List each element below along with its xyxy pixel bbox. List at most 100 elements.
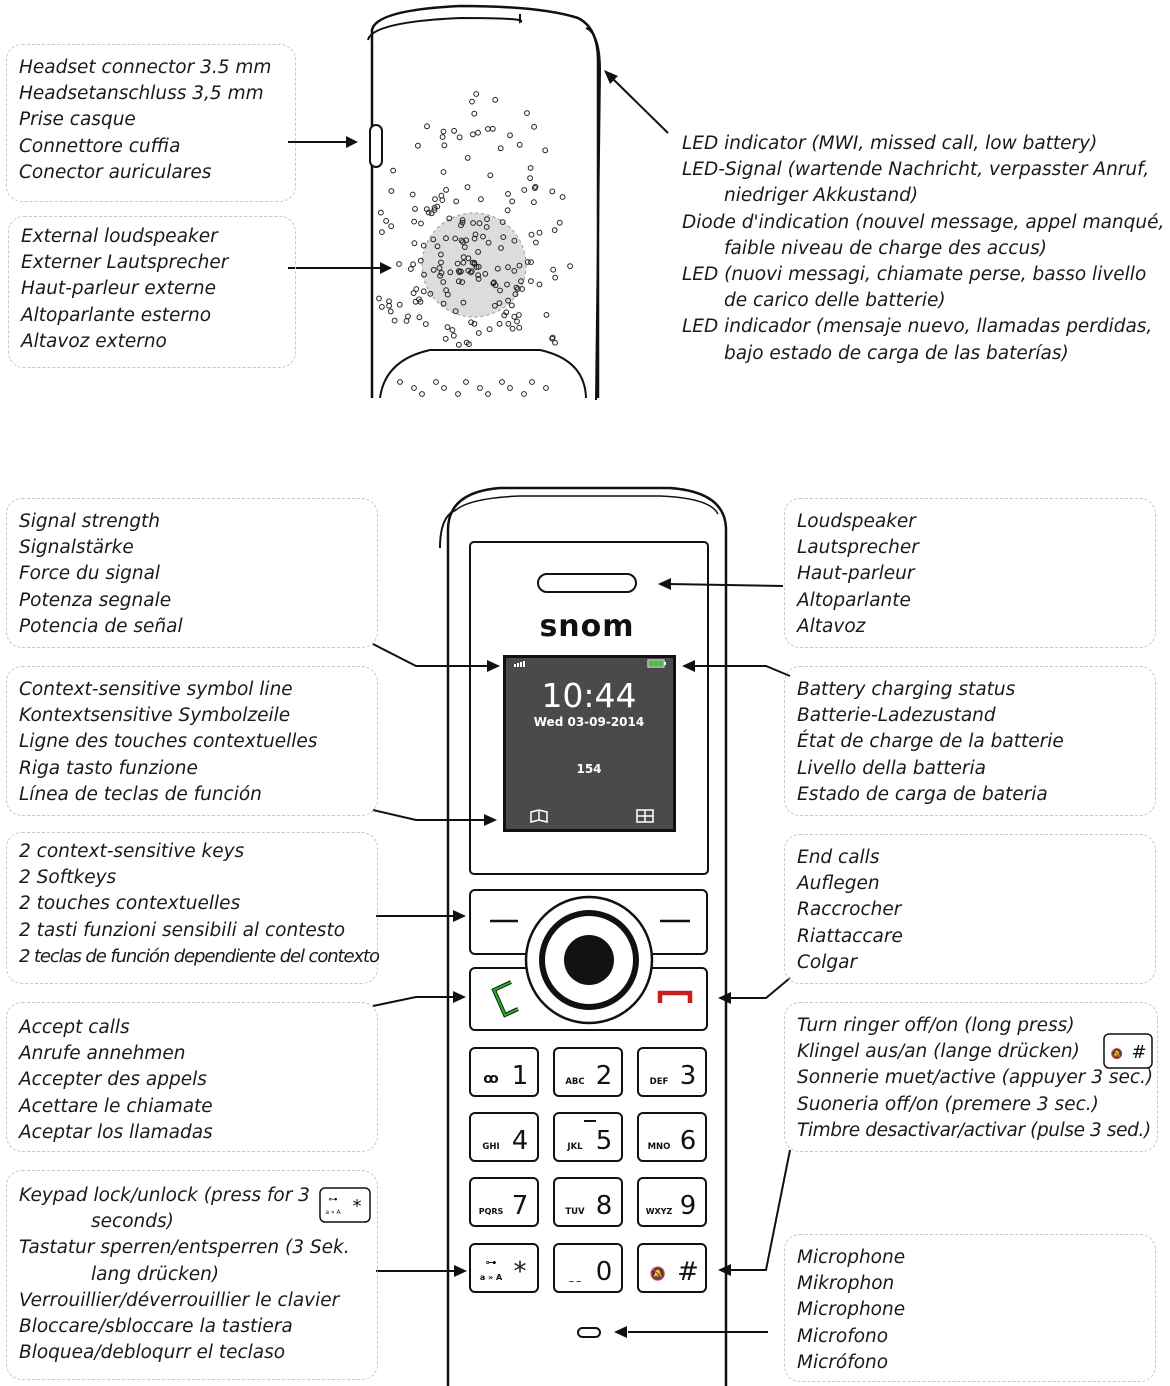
grille-dot: [475, 276, 482, 282]
grille-dot: [378, 209, 384, 216]
grille-dot: [419, 391, 425, 397]
label-line: Altoparlante esterno: [21, 304, 212, 326]
grille-dot: [437, 272, 444, 279]
grille-dot: [552, 339, 558, 346]
key-digit: 6: [680, 1126, 697, 1156]
grille-dot: [433, 379, 439, 385]
grille-dot: [556, 219, 563, 226]
grille-dot: [391, 317, 398, 324]
keypad-key-1[interactable]: 1ꝏ: [469, 1047, 539, 1097]
grille-dot: [531, 123, 537, 130]
hash-key-icon: 🔕 #: [1103, 1033, 1153, 1069]
keypad-key-0[interactable]: 0_ _: [553, 1243, 623, 1293]
grille-dot: [440, 128, 447, 135]
key-digit: 4: [512, 1126, 529, 1156]
grille-dot: [477, 385, 483, 391]
label-line: 2 tasti funzioni sensibili al contesto: [19, 919, 346, 941]
label-line: Accept calls: [19, 1017, 130, 1038]
grille-dot: [455, 341, 462, 348]
grille-dot: [464, 155, 471, 161]
ringer-arrow: [730, 1149, 791, 1271]
key-letters: GHI: [482, 1142, 499, 1152]
key-letters: WXYZ: [646, 1207, 673, 1216]
grille-dot: [471, 110, 478, 117]
label-line: Force du signal: [19, 563, 161, 585]
grille-dot: [430, 236, 437, 243]
grille-dot: [472, 231, 479, 238]
led-arrow: [611, 77, 669, 134]
keypad-key-hash[interactable]: #🔕: [637, 1243, 707, 1293]
label-line: Accepter des appels: [19, 1069, 207, 1091]
label-line: Kontextsensitive Symbolzeile: [19, 705, 291, 727]
grille-dot: [451, 127, 458, 134]
grille-dot: [549, 334, 556, 341]
keypad-key-star[interactable]: *a » A⊶: [469, 1243, 539, 1293]
handset-back-body: [370, 4, 600, 398]
grille-dot: [420, 242, 427, 249]
label-line: État de charge de la batterie: [797, 731, 1064, 753]
external-loudspeaker-label: External loudspeaker Externer Lautsprech…: [8, 216, 296, 368]
grille-dot: [449, 327, 456, 333]
grille-dot: [438, 270, 445, 276]
accept-arrow: [372, 996, 454, 1007]
grille-dot: [516, 262, 523, 269]
svg-text:⊶: ⊶: [329, 1195, 338, 1205]
grille-dot: [516, 312, 522, 318]
key-digit: #: [677, 1257, 699, 1287]
label-line: Riattaccare: [797, 925, 903, 947]
label-line: Tastatur sperren/entsperren (3 Sek.: [19, 1237, 350, 1259]
key-letters: TUV: [565, 1207, 585, 1217]
label-line: bajo estado de carga de las baterías): [724, 342, 1069, 364]
grille-dot: [438, 259, 444, 266]
key-digit: *: [514, 1257, 527, 1287]
battery-icon: [647, 659, 666, 668]
grille-dot: [514, 318, 520, 325]
svg-text:#: #: [1131, 1042, 1146, 1063]
key-letters: a » A: [480, 1273, 503, 1282]
label-line: Acettare le chiamate: [19, 1095, 213, 1117]
accept-calls-label: Accept calls Anrufe annehmen Accepter de…: [6, 1002, 378, 1152]
grille-dot: [438, 192, 445, 199]
label-line: LED indicator (MWI, missed call, low bat…: [682, 133, 1098, 154]
key-letters: ꝏ: [483, 1071, 498, 1087]
label-line: Keypad lock/unlock (press for 3: [19, 1185, 310, 1206]
label-line: Línea de teclas de función: [19, 783, 262, 805]
grille-dot: [475, 330, 482, 336]
label-line: 2 Softkeys: [19, 867, 117, 889]
grille-dot: [475, 263, 482, 270]
label-line: seconds): [91, 1211, 174, 1233]
grille-dot: [511, 237, 518, 244]
grille-dot: [475, 249, 482, 255]
grille-dot: [456, 269, 463, 276]
grille-dot: [473, 91, 480, 97]
grille-dot: [409, 191, 416, 198]
grille-dot: [486, 326, 493, 333]
grille-dot: [497, 145, 504, 152]
grille-dot: [461, 244, 468, 251]
label-line: Conector auriculares: [19, 161, 212, 183]
grille-dot: [533, 239, 539, 246]
signal-arrow: [372, 643, 490, 667]
label-line: Context-sensitive symbol line: [19, 679, 293, 700]
grille-dot: [483, 224, 490, 230]
grille-dot: [551, 227, 558, 234]
key-digit: 1: [512, 1061, 529, 1091]
context-line-arrow: [372, 809, 488, 821]
brand-logo: snom: [539, 609, 634, 644]
ringer-toggle-label: Turn ringer off/on (long press) Klingel …: [784, 1002, 1158, 1152]
star-key-icon: ⊶ a » A *: [319, 1187, 371, 1223]
headset-connector-label: Headset connector 3.5 mm Headsetanschlus…: [6, 44, 296, 202]
key-digit: 3: [680, 1061, 697, 1091]
label-line: LED indicador (mensaje nuevo, llamadas p…: [682, 316, 1153, 338]
label-line: External loudspeaker: [21, 226, 218, 247]
label-line: Estado de carga de bateria: [797, 783, 1048, 805]
microphone: [577, 1327, 601, 1338]
